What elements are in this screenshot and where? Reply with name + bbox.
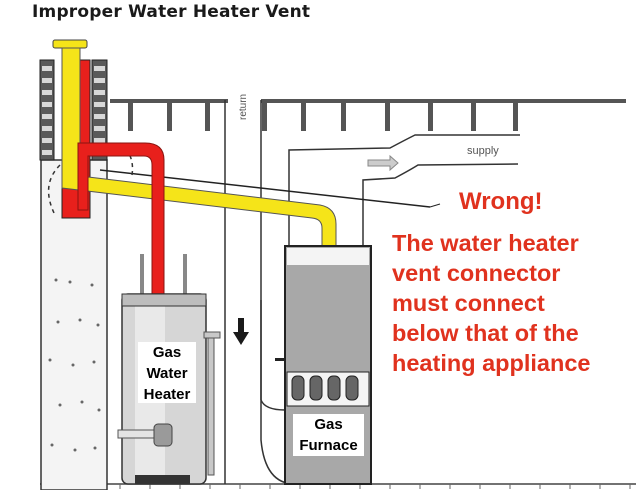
label-line: Furnace — [299, 437, 358, 454]
annotation-line: must connect — [392, 290, 545, 316]
annotation-line: vent connector — [392, 260, 561, 286]
label-line: Water — [146, 365, 188, 382]
airflow-arrow-icon — [367, 154, 399, 172]
annotation-line: The water heater — [392, 230, 579, 256]
chimney — [39, 59, 108, 490]
label-line: Gas — [152, 344, 182, 361]
annotation-line: heating appliance — [392, 350, 591, 376]
annotation-note: The water heater vent connector must con… — [392, 228, 591, 378]
annotation-line: below that of the — [392, 320, 579, 346]
water-heater-label: Gas Water Heater — [138, 342, 196, 403]
diagram-title: Improper Water Heater Vent — [32, 2, 311, 22]
label-line: Heater — [143, 386, 191, 403]
ductwork — [110, 99, 626, 485]
register-vents — [128, 103, 518, 131]
water-heater-vent-connector — [77, 142, 165, 295]
leader-line — [429, 203, 441, 208]
down-arrow-icon — [233, 318, 249, 345]
thimble-dash — [47, 164, 61, 216]
wrong-headline: Wrong! — [459, 188, 543, 215]
furnace-label: Gas Furnace — [293, 414, 364, 456]
label-line: Gas — [314, 416, 343, 433]
return-duct-label: return — [238, 94, 249, 120]
supply-duct-label: supply — [467, 145, 499, 157]
